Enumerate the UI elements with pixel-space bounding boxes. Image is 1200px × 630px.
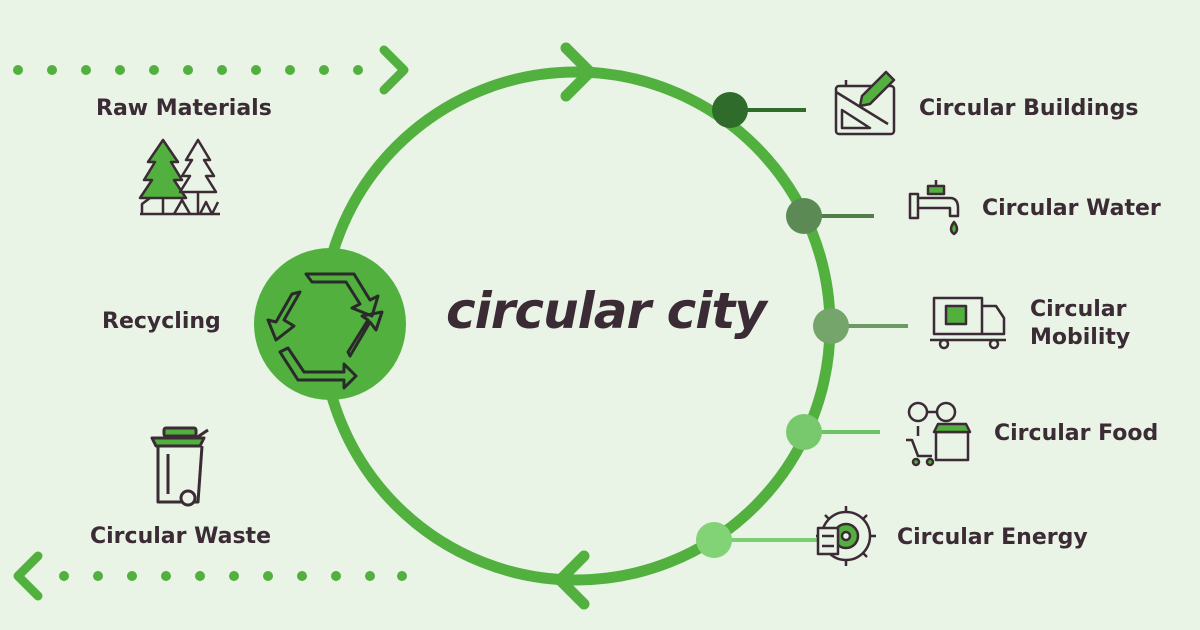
node-energy: [696, 522, 732, 558]
label-recycling: Recycling: [102, 309, 221, 334]
label-circular-mobility-line2: Mobility: [1030, 325, 1131, 350]
label-circular-mobility-line1: Circular: [1030, 297, 1127, 322]
blueprint-pencil-icon: [834, 70, 896, 136]
bottom-dotted-arrow: [13, 551, 407, 601]
label-circular-food: Circular Food: [994, 421, 1159, 446]
label-raw-materials: Raw Materials: [96, 96, 272, 121]
top-dotted-arrow: [13, 45, 409, 95]
label-circular-waste: Circular Waste: [90, 524, 271, 549]
delivery-truck-icon: [930, 296, 1006, 350]
trees-icon: [138, 138, 220, 216]
ring-arrow-bottom: [554, 550, 590, 610]
node-buildings: [712, 92, 748, 128]
recycle-icon: [266, 272, 384, 390]
diagram-title: circular city: [446, 282, 767, 340]
node-water: [786, 198, 822, 234]
food-market-icon: [906, 401, 972, 467]
water-tap-icon: [908, 180, 960, 236]
energy-gear-icon: [816, 506, 876, 566]
node-food: [786, 414, 822, 450]
label-circular-energy: Circular Energy: [897, 525, 1088, 550]
node-mobility: [813, 308, 849, 344]
label-circular-buildings: Circular Buildings: [919, 96, 1139, 121]
ring-arrow-top: [560, 42, 596, 102]
trash-bin-icon: [150, 426, 209, 507]
recycling-hub: [254, 248, 406, 400]
label-circular-water: Circular Water: [982, 196, 1161, 221]
